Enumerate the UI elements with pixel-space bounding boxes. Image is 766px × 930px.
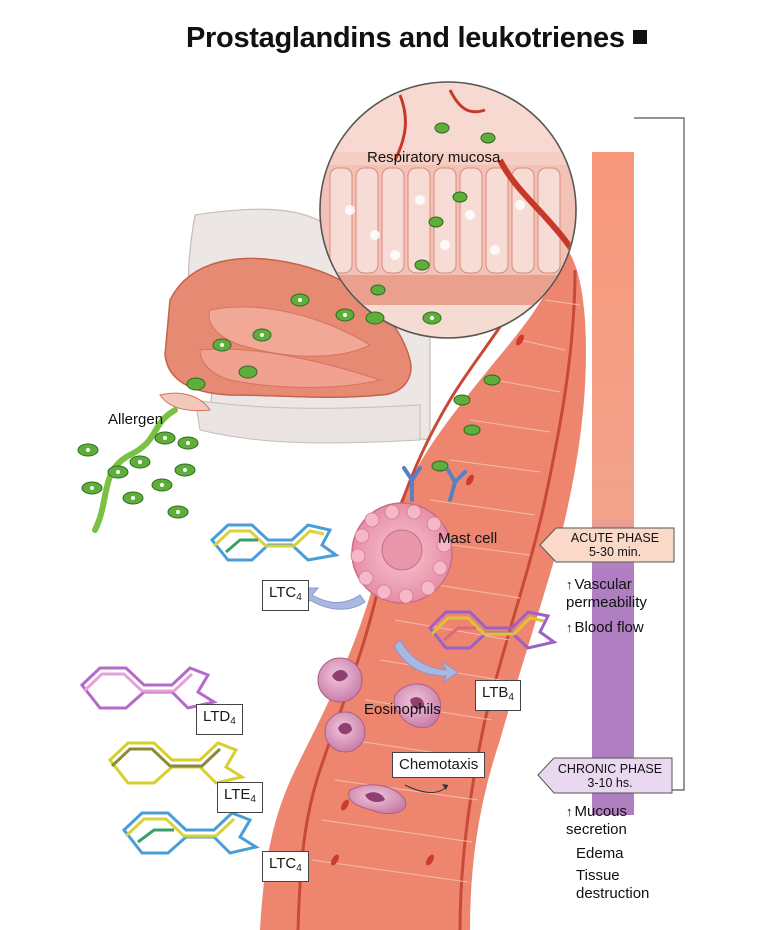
molecule-ltb4	[427, 610, 558, 650]
page-title: Prostaglandins and leukotrienes	[186, 22, 686, 55]
antibody-icon	[402, 466, 467, 502]
allergen-particles	[77, 122, 501, 533]
chronic-effect-tissue-destruction: Tissue destruction	[576, 867, 650, 902]
label-chemotaxis: Chemotaxis	[392, 752, 486, 778]
respiratory-mucosa-view	[319, 81, 577, 339]
label-ltc4-top: LTC4	[262, 580, 309, 611]
acute-effect-vascular-permeability: ↑Vascular permeability	[566, 576, 647, 611]
chronic-phase-duration: 3-10 hs.	[587, 776, 633, 790]
mast-cell	[350, 502, 453, 604]
label-allergen: Allergen	[108, 411, 164, 428]
acute-phase-label: ACUTE PHASE 5-30 min.	[556, 531, 674, 559]
label-ltd4: LTD4	[196, 704, 243, 735]
acute-phase-name: ACUTE PHASE	[570, 531, 660, 545]
label-eosinophils: Eosinophils	[364, 701, 441, 718]
title-square-icon	[632, 30, 647, 44]
chronic-phase-name: CHRONIC PHASE	[557, 762, 663, 776]
label-ltb4: LTB4	[475, 680, 521, 711]
label-mast-cell: Mast cell	[438, 530, 498, 547]
molecule-lte4	[107, 741, 246, 785]
increase-arrow-icon: ↑	[566, 620, 573, 635]
chronic-phase-label: CHRONIC PHASE 3-10 hs.	[548, 762, 672, 790]
label-lte4: LTE4	[217, 782, 263, 813]
chronic-effect-mucous-secretion: ↑Mucous secretion	[566, 803, 628, 838]
increase-arrow-icon: ↑	[566, 577, 573, 592]
chemotaxis-arrowhead	[442, 784, 448, 790]
chronic-effect-edema: Edema	[576, 845, 624, 862]
molecule-ltd4	[79, 666, 218, 710]
label-respiratory-mucosa: Respiratory mucosa	[367, 149, 501, 166]
phase-timeline-bar	[592, 152, 634, 815]
molecule-ltc4-top	[209, 523, 340, 562]
timeline-bracket	[634, 117, 685, 791]
eosinophils	[317, 657, 442, 815]
acute-phase-duration: 5-30 min.	[588, 545, 642, 559]
increase-arrow-icon: ↑	[566, 804, 573, 819]
molecule-ltc4-bottom	[121, 811, 260, 855]
acute-effect-blood-flow: ↑Blood flow	[566, 619, 644, 636]
label-ltc4-bottom: LTC4	[262, 851, 309, 882]
acute-phase-tag	[539, 527, 675, 563]
chronic-phase-tag	[537, 757, 673, 794]
